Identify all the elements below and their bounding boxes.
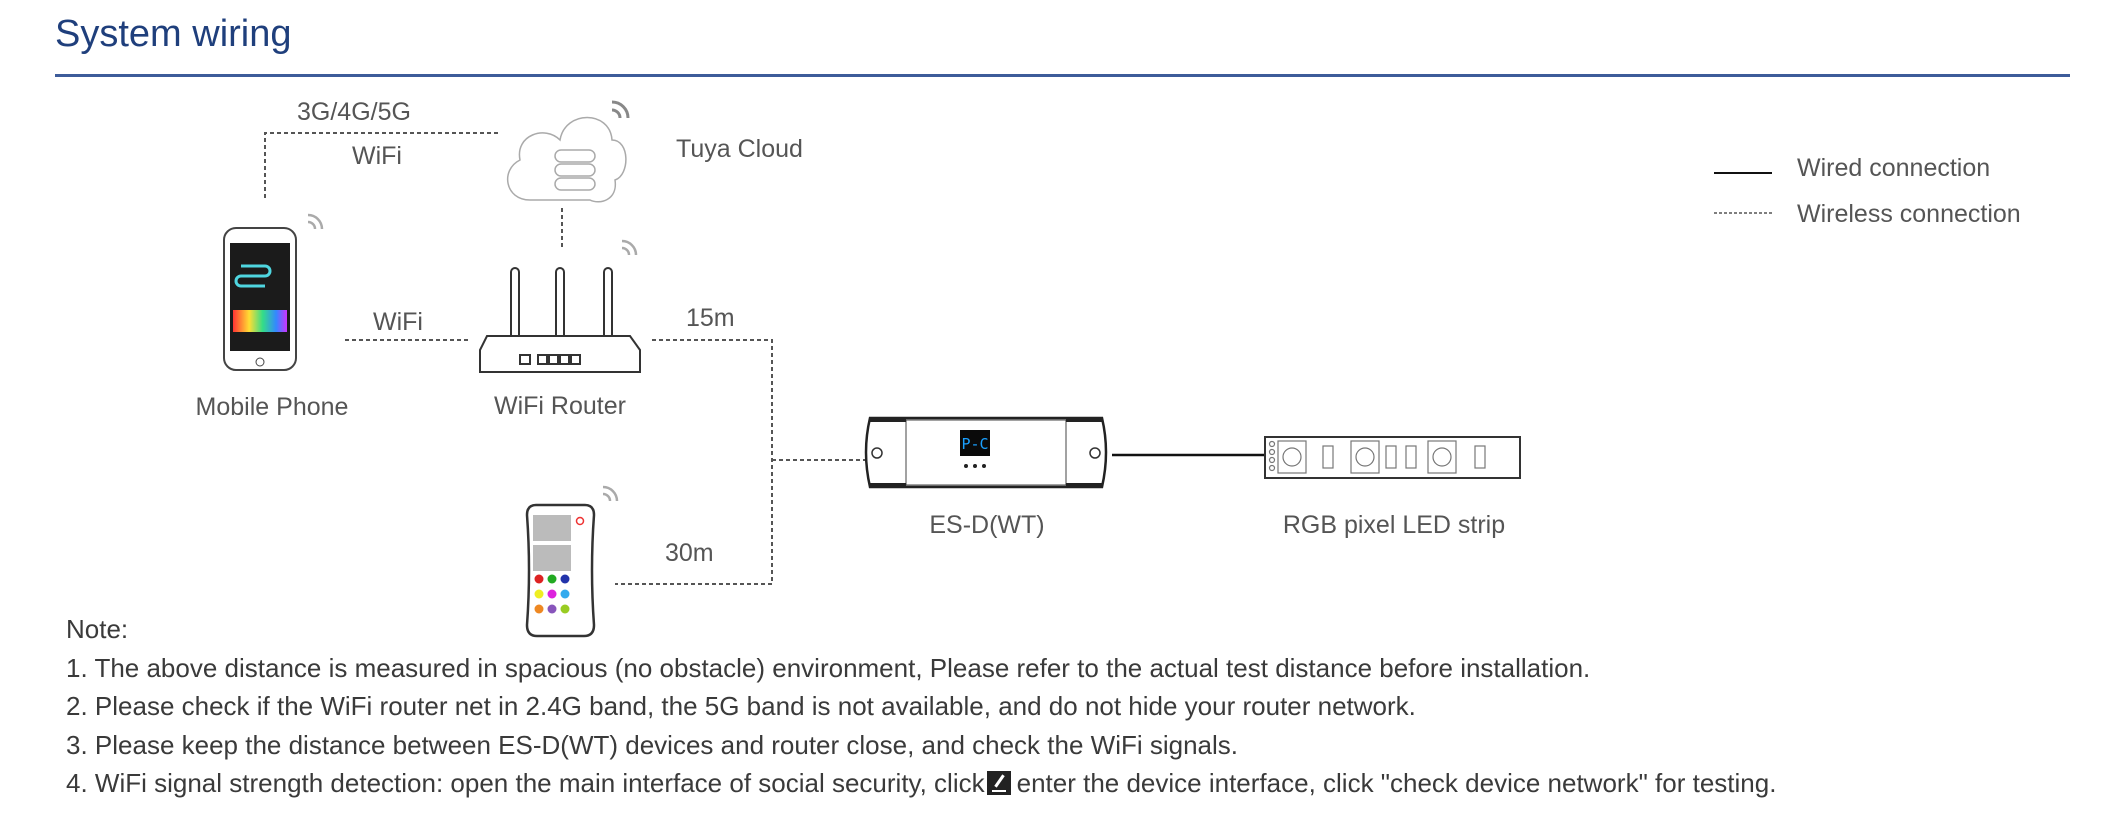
router-remote-link bbox=[615, 339, 773, 585]
wifi-label-phone-router: WiFi bbox=[373, 308, 423, 336]
led-strip-icon bbox=[1264, 436, 1521, 479]
router-label: WiFi Router bbox=[494, 392, 626, 420]
remote-distance: 30m bbox=[665, 539, 714, 567]
note-item-1: 1. The above distance is measured in spa… bbox=[66, 652, 1591, 683]
legend-wired-label: Wired connection bbox=[1797, 154, 1990, 182]
note-item-4-after: enter the device interface, click "check… bbox=[1016, 768, 1777, 798]
title-divider bbox=[55, 74, 2070, 77]
cloud-icon bbox=[506, 116, 627, 203]
note-item-3: 3. Please keep the distance between ES-D… bbox=[66, 729, 1239, 760]
legend: Wired connection Wireless connection bbox=[1714, 154, 2021, 228]
signal-icon bbox=[602, 485, 619, 502]
cloud-label: Tuya Cloud bbox=[676, 135, 803, 163]
note-item-4-before: 4. WiFi signal strength detection: open … bbox=[66, 768, 985, 798]
mobile-phone-icon bbox=[223, 227, 297, 371]
router-distance: 15m bbox=[686, 304, 735, 332]
note-item-4: 4. WiFi signal strength detection: open … bbox=[66, 764, 1776, 803]
wifi-router-icon bbox=[479, 267, 641, 373]
signal-icon bbox=[307, 213, 324, 230]
edit-pencil-icon bbox=[986, 771, 1011, 795]
legend-wireless-label: Wireless connection bbox=[1797, 200, 2021, 228]
phone-cloud-link bbox=[264, 132, 500, 198]
controller-display: P-C bbox=[961, 435, 988, 453]
notes-heading: Note: bbox=[66, 614, 129, 644]
remote-control-icon bbox=[525, 503, 596, 638]
wireless-links bbox=[264, 132, 866, 585]
controller-label: ES-D(WT) bbox=[929, 511, 1044, 539]
es-d-controller-icon: P-C bbox=[864, 416, 1108, 489]
cellular-label: 3G/4G/5G bbox=[297, 98, 411, 126]
signal-icon bbox=[621, 239, 638, 256]
notes-section: Note: 1. The above distance is measured … bbox=[66, 610, 1776, 803]
note-item-2: 2. Please check if the WiFi router net i… bbox=[66, 691, 1416, 721]
phone-label: Mobile Phone bbox=[196, 393, 349, 421]
page-title: System wiring bbox=[55, 13, 292, 55]
strip-label: RGB pixel LED strip bbox=[1283, 511, 1505, 539]
wifi-label-top: WiFi bbox=[352, 142, 402, 170]
signal-icon bbox=[611, 100, 630, 119]
